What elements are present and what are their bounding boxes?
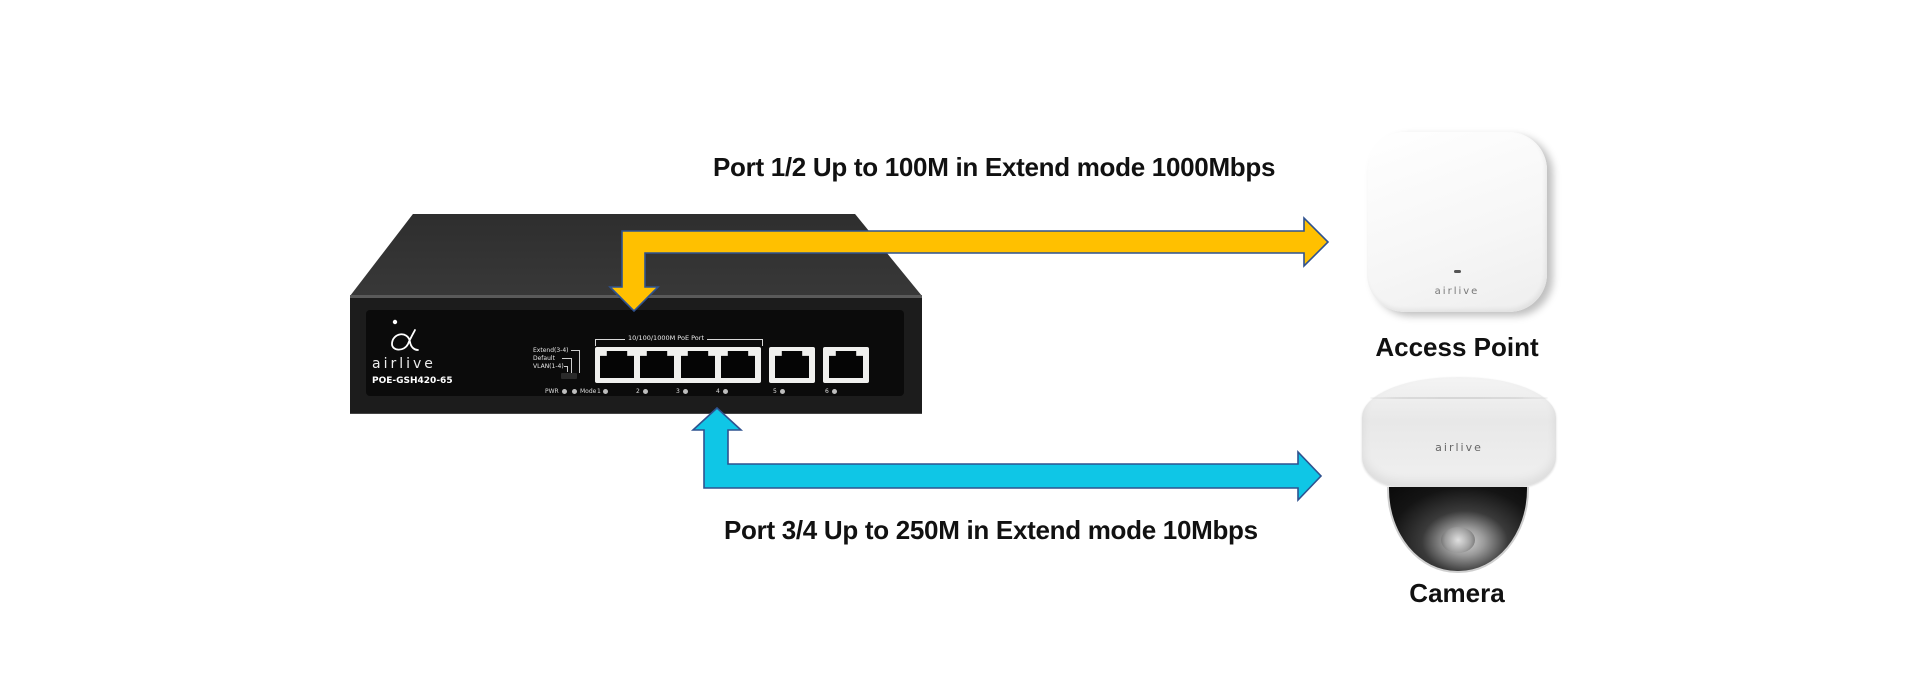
camera-brand: airlive: [1362, 441, 1556, 454]
port-6-led: [832, 389, 837, 394]
ap-status-led: [1454, 270, 1461, 273]
ap-brand: airlive: [1367, 286, 1547, 297]
port-5[interactable]: [775, 351, 809, 378]
port-3-label: 3: [676, 388, 680, 395]
top-arrow-caption: Port 1/2 Up to 100M in Extend mode 1000M…: [713, 152, 1275, 183]
led-row: PWR Mode 1 2 3 4 5 6: [366, 387, 904, 397]
port-4-led: [723, 389, 728, 394]
mode-label-extend: Extend(3-4): [533, 347, 568, 355]
access-point-label: Access Point: [1375, 332, 1538, 363]
switch-model: POE-GSH420-65: [372, 376, 453, 386]
poe-switch: airlive POE-GSH420-65 Extend(3-4) Defaul…: [350, 298, 922, 413]
camera-housing: airlive: [1362, 377, 1556, 487]
airlive-logo-icon: [388, 318, 422, 354]
uplink-port-block-6: [823, 347, 869, 383]
poe-group-label: 10/100/1000M PoE Port: [625, 334, 707, 342]
port-6[interactable]: [829, 351, 863, 378]
pwr-label: PWR: [545, 388, 559, 395]
mode-leader-line: [571, 350, 580, 373]
switch-brand: airlive: [372, 356, 436, 372]
camera-lens: [1441, 527, 1475, 553]
port-1[interactable]: [600, 351, 634, 378]
mode-label: Mode: [580, 388, 596, 395]
bottom-arrow-caption: Port 3/4 Up to 250M in Extend mode 10Mbp…: [724, 515, 1258, 546]
port-4-label: 4: [716, 388, 720, 395]
switch-front-panel: airlive POE-GSH420-65 Extend(3-4) Defaul…: [366, 310, 904, 396]
port-3[interactable]: [681, 351, 715, 378]
port-2-label: 2: [636, 388, 640, 395]
camera-device: airlive: [1362, 377, 1557, 572]
uplink-port-block-5: [769, 347, 815, 383]
port-5-label: 5: [773, 388, 777, 395]
port-5-led: [780, 389, 785, 394]
mode-leader-line: [564, 366, 568, 372]
cyan-arrow-ports-3-4-to-camera: [693, 408, 1321, 500]
camera-dome: [1387, 487, 1529, 573]
port-4[interactable]: [721, 351, 755, 378]
poe-port-block: [595, 347, 761, 383]
pwr-led: [562, 389, 567, 394]
mode-led: [572, 389, 577, 394]
camera-label: Camera: [1409, 578, 1504, 609]
port-2[interactable]: [640, 351, 674, 378]
access-point-device: airlive: [1367, 132, 1547, 312]
mode-dip-switch[interactable]: [561, 373, 577, 379]
port-6-label: 6: [825, 388, 829, 395]
port-1-label: 1: [597, 388, 601, 395]
camera-rim: [1370, 397, 1548, 399]
port-1-led: [603, 389, 608, 394]
port-3-led: [683, 389, 688, 394]
port-2-led: [643, 389, 648, 394]
